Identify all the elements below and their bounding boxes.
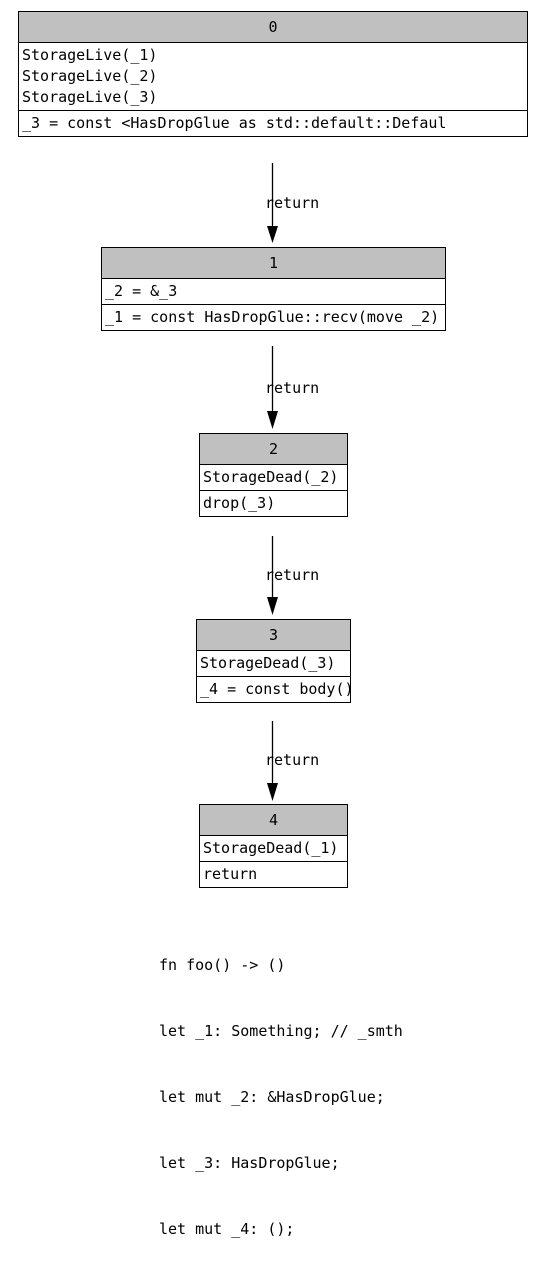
statement: StorageDead(_3) xyxy=(200,654,336,672)
edges-layer xyxy=(267,163,278,801)
block-header-3: 3 xyxy=(197,620,350,651)
block-statements-4: StorageDead(_1) xyxy=(200,836,347,862)
block-terminator-4: return xyxy=(203,865,258,883)
edge-3-4 xyxy=(267,721,278,801)
block-terminator-0: _3 = const <HasDropGlue as std::default:… xyxy=(22,114,447,132)
basic-block-4: 4 StorageDead(_1) return xyxy=(199,804,348,888)
edge-label: return xyxy=(265,379,320,397)
statement: StorageDead(_2) xyxy=(203,468,339,486)
edge-label: return xyxy=(265,566,320,584)
block-terminator-3: _4 = const body() xyxy=(200,680,351,698)
statement: StorageLive(_1) xyxy=(22,46,158,64)
block-header-2: 2 xyxy=(200,434,347,465)
signature-line: let mut _4: (); xyxy=(159,1220,295,1238)
signature-line: let mut _2: &HasDropGlue; xyxy=(159,1088,385,1106)
basic-block-2: 2 StorageDead(_2) drop(_3) xyxy=(199,433,348,517)
statement: StorageLive(_3) xyxy=(22,88,158,106)
arrowhead-icon xyxy=(267,783,278,801)
statement: _2 = &_3 xyxy=(105,282,178,300)
signature-line: let _1: Something; // _smth xyxy=(159,1022,403,1040)
arrowhead-icon xyxy=(267,411,278,429)
block-terminator-1: _1 = const HasDropGlue::recv(move _2) xyxy=(105,308,440,326)
signature-line: let _3: HasDropGlue; xyxy=(159,1154,340,1172)
edge-label: return xyxy=(265,194,320,212)
block-header-0: 0 xyxy=(19,12,527,43)
signature-line: fn foo() -> () xyxy=(159,956,286,974)
basic-block-3: 3 StorageDead(_3) _4 = const body() xyxy=(196,619,351,703)
block-statements-2: StorageDead(_2) xyxy=(200,465,347,491)
block-header-4: 4 xyxy=(200,805,347,836)
function-signature: fn foo() -> () let _1: Something; // _sm… xyxy=(159,910,403,1262)
edge-1-2 xyxy=(267,346,278,429)
block-terminator-2: drop(_3) xyxy=(203,494,276,512)
basic-block-1: 1 _2 = &_3 _1 = const HasDropGlue::recv(… xyxy=(101,247,446,331)
block-header-1: 1 xyxy=(102,248,445,279)
arrowhead-icon xyxy=(267,226,278,243)
arrowhead-icon xyxy=(267,597,278,615)
edge-label: return xyxy=(265,751,320,769)
block-statements-1: _2 = &_3 xyxy=(102,279,445,305)
edge-2-3 xyxy=(267,536,278,615)
statement: StorageLive(_2) xyxy=(22,67,158,85)
basic-block-0: 0 StorageLive(_1) StorageLive(_2) Storag… xyxy=(18,11,528,137)
block-statements-3: StorageDead(_3) xyxy=(197,651,350,677)
block-statements-0: StorageLive(_1) StorageLive(_2) StorageL… xyxy=(19,43,527,111)
edge-0-1 xyxy=(267,163,278,243)
statement: StorageDead(_1) xyxy=(203,839,339,857)
